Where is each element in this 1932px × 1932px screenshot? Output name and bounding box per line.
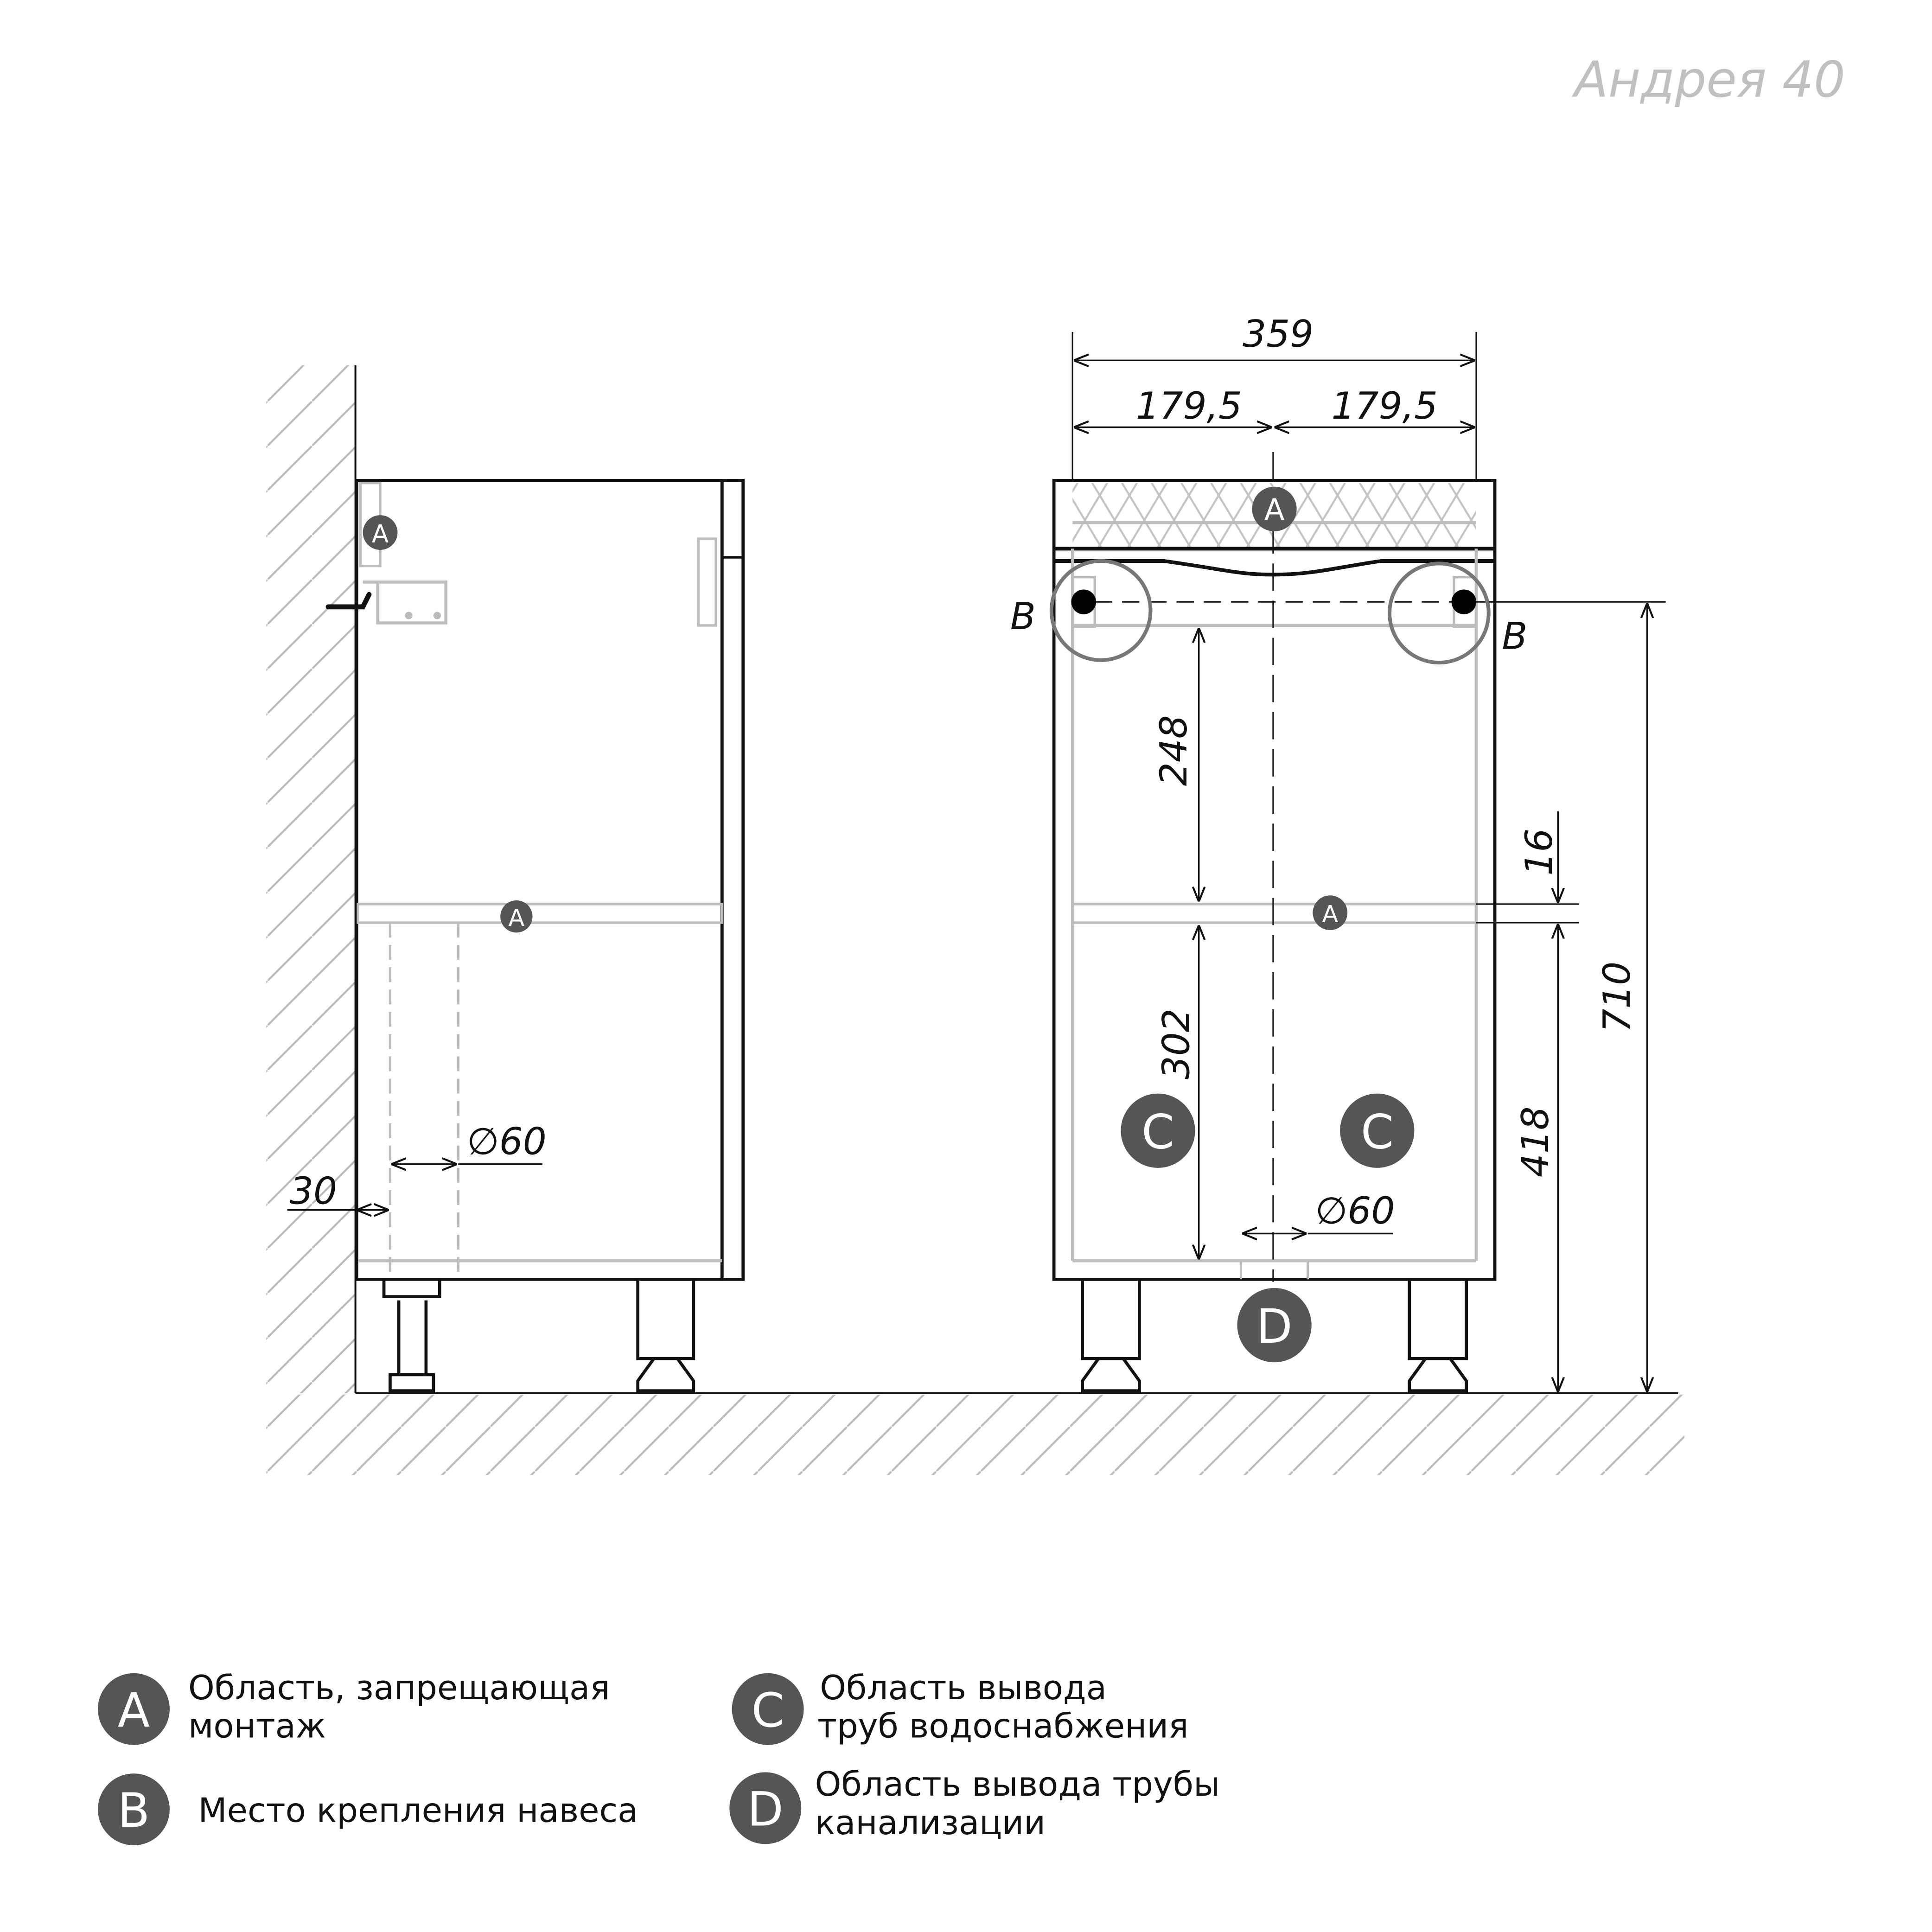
svg-text:A: A	[1322, 900, 1338, 928]
dim-shelf-thickness: 16	[1476, 811, 1579, 924]
svg-text:16: 16	[1518, 829, 1561, 876]
front-leg	[636, 1277, 695, 1360]
svg-text:710: 710	[1595, 962, 1639, 1033]
hanger-hook	[325, 592, 372, 610]
legend-item-c: C Область вывода труб водоснабжения	[732, 1669, 1189, 1746]
svg-text:Место крепления навеса: Место крепления навеса	[198, 1791, 638, 1830]
side-marker-a-top: A	[363, 515, 398, 550]
wall-bracket	[363, 580, 447, 625]
svg-text:D: D	[1256, 1299, 1293, 1354]
svg-text:248: 248	[1152, 715, 1195, 786]
front-marker-b-right: B	[1388, 561, 1527, 665]
dim-lower-height: 302	[1154, 925, 1199, 1260]
side-view-cabinet	[325, 479, 745, 1393]
front-leg-right	[1408, 1277, 1468, 1360]
side-dim-pipe-diameter: ∅60	[391, 1120, 547, 1164]
dim-half-widths: 179,5 179,5	[1073, 384, 1475, 427]
svg-text:30: 30	[290, 1169, 337, 1212]
svg-text:179,5: 179,5	[1332, 384, 1438, 427]
svg-text:A: A	[509, 904, 525, 931]
side-dim-wall-offset: 30	[287, 1169, 389, 1212]
dim-floor-to-shelf: 418	[1514, 924, 1558, 1392]
front-marker-a-top: A	[1252, 486, 1297, 531]
svg-text:канализации: канализации	[815, 1804, 1046, 1843]
legend-item-d: D Область вывода трубы канализации	[729, 1765, 1220, 1844]
svg-text:302: 302	[1154, 1008, 1198, 1079]
floor	[266, 1392, 1684, 1475]
svg-text:D: D	[747, 1782, 784, 1837]
svg-text:C: C	[1141, 1104, 1174, 1159]
svg-text:Область вывода трубы: Область вывода трубы	[815, 1765, 1220, 1804]
legend-item-a: A Область, запрещающая монтаж	[98, 1669, 610, 1746]
svg-text:монтаж: монтаж	[188, 1707, 326, 1746]
svg-text:∅60: ∅60	[1315, 1189, 1395, 1232]
front-marker-b-left: B	[1010, 559, 1153, 662]
svg-text:359: 359	[1243, 312, 1314, 356]
shelf-forbidden-zone	[1071, 903, 1478, 924]
legend-item-b: B Место крепления навеса	[98, 1773, 638, 1846]
svg-text:B: B	[118, 1783, 150, 1838]
svg-text:A: A	[1264, 493, 1285, 528]
dim-total-height: 710	[1595, 603, 1647, 1392]
side-marker-a-shelf: A	[500, 900, 533, 933]
dim-upper-height: 248	[1152, 628, 1199, 902]
product-title: Андрея 40	[1572, 51, 1845, 108]
front-leg-left	[1081, 1277, 1141, 1360]
svg-text:Область, запрещающая: Область, запрещающая	[188, 1669, 610, 1708]
rear-leg	[382, 1279, 441, 1375]
svg-text:C: C	[752, 1683, 784, 1738]
front-marker-a-shelf: A	[1313, 895, 1348, 931]
front-marker-d: D	[1237, 1288, 1312, 1363]
svg-text:A: A	[118, 1683, 150, 1738]
svg-text:C: C	[1361, 1104, 1394, 1159]
svg-text:B: B	[1502, 615, 1527, 658]
svg-text:418: 418	[1514, 1106, 1557, 1177]
door-handle	[697, 537, 717, 627]
shelf-forbidden-zone	[357, 903, 723, 924]
svg-text:179,5: 179,5	[1136, 384, 1242, 427]
dim-total-width: 359	[1071, 312, 1477, 481]
front-marker-c-right: C	[1340, 1093, 1415, 1168]
svg-text:∅60: ∅60	[467, 1120, 547, 1163]
svg-text:труб водоснабжения: труб водоснабжения	[817, 1707, 1189, 1746]
svg-text:B: B	[1010, 595, 1036, 638]
front-marker-c-left: C	[1121, 1093, 1195, 1168]
wall	[266, 365, 357, 1394]
svg-text:A: A	[372, 519, 389, 548]
dim-front-pipe-diameter: ∅60	[1242, 1189, 1395, 1233]
svg-text:Область вывода: Область вывода	[820, 1669, 1107, 1708]
